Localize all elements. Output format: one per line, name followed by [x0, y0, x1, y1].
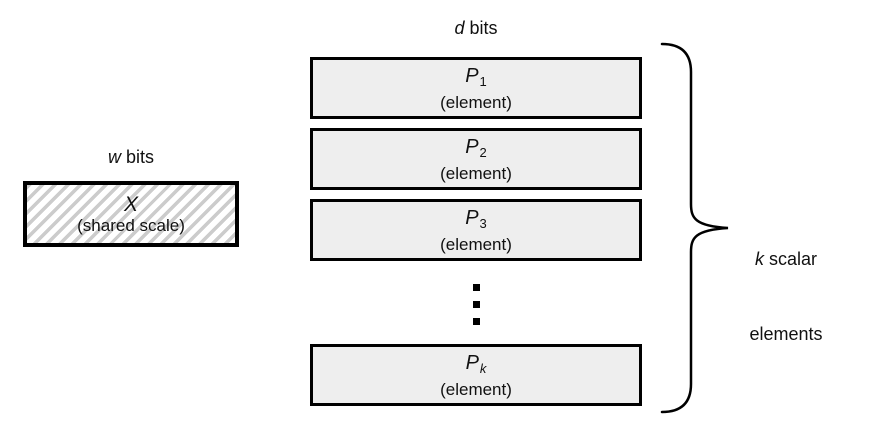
element-variable: P [465, 64, 479, 87]
k-label-line2: elements [749, 324, 823, 344]
w-variable: w [107, 147, 121, 167]
element-name: Pk [466, 352, 487, 380]
element-subscript: 2 [479, 144, 487, 160]
element-name: P1 [465, 65, 487, 93]
element-box-1: P1 (element) [310, 57, 642, 119]
shared-scale-caption: (shared scale) [77, 215, 185, 235]
w-bits-label: w bits [23, 146, 239, 168]
element-box-3: P3 (element) [310, 199, 642, 261]
d-bits-label: d bits [310, 17, 642, 39]
curly-brace-icon [660, 42, 729, 414]
element-caption: (element) [440, 163, 512, 183]
element-caption: (element) [440, 234, 512, 254]
ellipsis-dot [473, 284, 480, 291]
vertical-ellipsis-icon [473, 284, 480, 325]
ellipsis-dot [473, 301, 480, 308]
element-name: P3 [465, 207, 487, 235]
shared-scale-name: X [123, 192, 138, 216]
element-caption: (element) [440, 92, 512, 112]
k-label-line1: k scalar [733, 247, 839, 272]
element-variable: P [465, 351, 479, 374]
shared-scale-box: X (shared scale) [23, 181, 239, 247]
element-subscript: 3 [479, 215, 487, 231]
k-label-line1-text: scalar [763, 249, 817, 269]
d-variable: d [454, 18, 465, 38]
w-bits-text: bits [120, 147, 154, 167]
element-variable: P [465, 135, 479, 158]
element-name: P2 [465, 136, 487, 164]
element-box-2: P2 (element) [310, 128, 642, 190]
d-bits-text: bits [464, 18, 498, 38]
element-subscript: 1 [479, 73, 487, 89]
element-box-k: Pk (element) [310, 344, 642, 406]
element-caption: (element) [440, 379, 512, 399]
element-variable: P [465, 206, 479, 229]
element-subscript: k [479, 360, 487, 376]
ellipsis-dot [473, 318, 480, 325]
k-scalar-elements-label: k scalar elements [733, 197, 839, 397]
k-variable: k [754, 249, 764, 269]
